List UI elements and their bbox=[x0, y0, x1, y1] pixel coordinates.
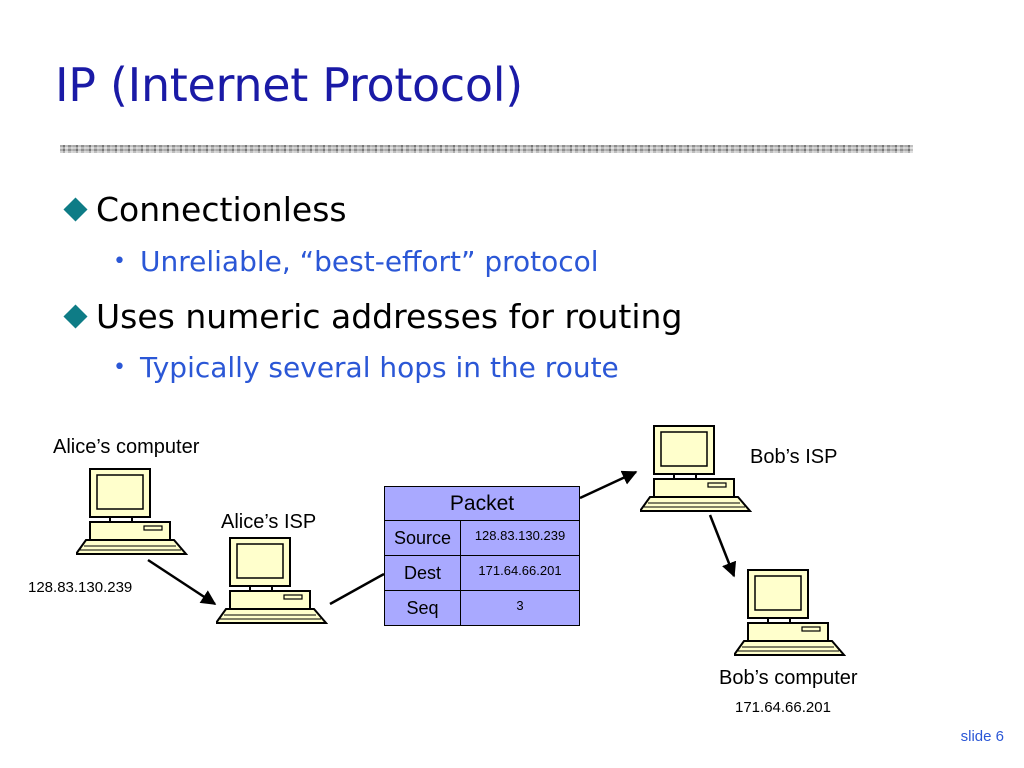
dot-bullet-icon: • bbox=[113, 249, 126, 274]
alice-ip-address: 128.83.130.239 bbox=[28, 579, 133, 596]
packet-value: 171.64.66.201 bbox=[478, 563, 562, 578]
bullet-text: Connectionless bbox=[96, 190, 347, 229]
sub-bullet-unreliable: • Unreliable, “best-effort” protocol bbox=[113, 245, 599, 278]
bob-isp-label: Bob’s ISP bbox=[750, 446, 838, 468]
arrow-packet-to-bob-isp bbox=[579, 470, 638, 500]
packet-row-source: Source 128.83.130.239 bbox=[385, 521, 579, 556]
bob-computer-label: Bob’s computer bbox=[719, 667, 858, 689]
sub-bullet-text: Typically several hops in the route bbox=[139, 351, 619, 384]
alice-computer-label: Alice’s computer bbox=[53, 436, 200, 458]
packet-field: Seq bbox=[385, 591, 461, 626]
title-divider bbox=[60, 145, 913, 153]
packet-table: Packet Source 128.83.130.239 Dest 171.64… bbox=[384, 486, 580, 626]
bob-ip-address: 171.64.66.201 bbox=[735, 699, 831, 716]
line-isp-to-packet bbox=[329, 572, 385, 606]
packet-value: 3 bbox=[516, 598, 524, 613]
packet-field: Dest bbox=[385, 556, 461, 590]
packet-row-dest: Dest 171.64.66.201 bbox=[385, 556, 579, 591]
arrow-alice-to-isp bbox=[147, 558, 217, 606]
packet-value: 128.83.130.239 bbox=[474, 528, 566, 543]
bullet-numeric-addresses: Uses numeric addresses for routing bbox=[62, 297, 682, 336]
bullet-connectionless: Connectionless bbox=[62, 190, 347, 229]
packet-row-seq: Seq 3 bbox=[385, 591, 579, 626]
bullet-text: Uses numeric addresses for routing bbox=[96, 297, 683, 336]
arrow-bob-isp-to-bob bbox=[708, 514, 737, 578]
packet-field: Source bbox=[385, 521, 461, 555]
packet-header: Packet bbox=[385, 487, 579, 521]
alice-isp-label: Alice’s ISP bbox=[221, 511, 317, 533]
sub-bullet-hops: • Typically several hops in the route bbox=[113, 351, 619, 384]
slide-title: IP (Internet Protocol) bbox=[55, 58, 523, 112]
sub-bullet-text: Unreliable, “best-effort” protocol bbox=[139, 245, 599, 278]
slide-number: slide 6 bbox=[960, 728, 1004, 745]
dot-bullet-icon: • bbox=[113, 355, 126, 380]
